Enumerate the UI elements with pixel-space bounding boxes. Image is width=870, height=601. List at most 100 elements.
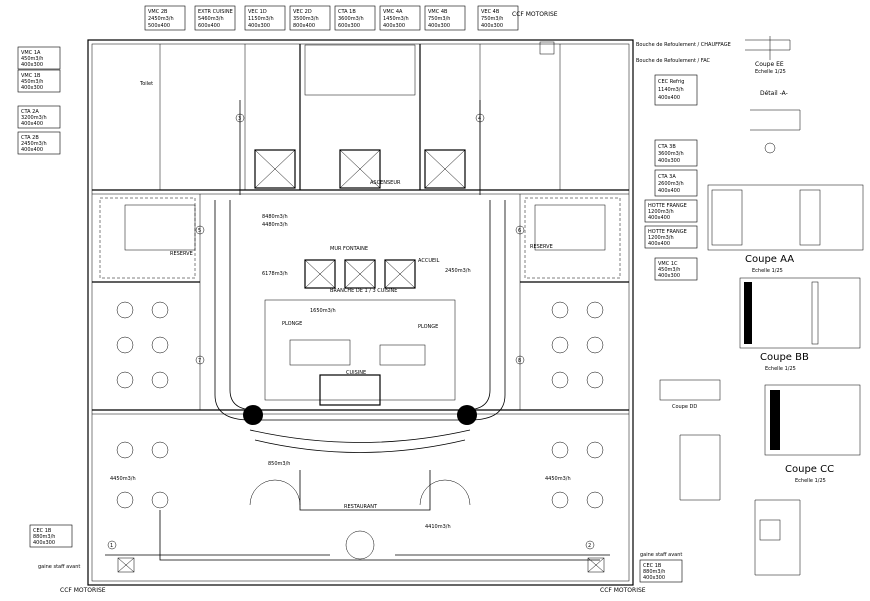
gaine-right-note: gaine staff avant [640, 552, 682, 558]
tag-top-7 [424, 5, 466, 31]
tag-bottom-2-size: 400x300 [643, 575, 665, 581]
tag-right-3-ref: CTA 3A [658, 174, 676, 180]
bouche-note-1: Bouche de Refoulement / CHAUFFAGE [636, 42, 731, 48]
tag-top-7-ref: VMC 4B [428, 9, 448, 15]
tag-top-3 [244, 5, 286, 31]
tag-top-5 [334, 5, 376, 31]
tag-right-1-size: 400x400 [658, 95, 680, 101]
round-columns [243, 405, 477, 425]
tag-left-3-flow: 3200m3/h [21, 115, 47, 121]
tag-right-2-flow: 3600m3/h [658, 151, 684, 157]
tag-right-1-ref: CEC Refrig [658, 79, 684, 85]
tag-left-3-size: 400x400 [21, 121, 43, 127]
tag-left-2-flow: 450m3/h [21, 79, 43, 85]
reserve-right-label: RESERVE [530, 244, 553, 250]
tag-top-2-size: 600x400 [198, 23, 220, 29]
tag-bottom-2-ref: CEC 1B [643, 563, 662, 569]
mur-fontaine-label: MUR FONTAINE [330, 246, 368, 252]
tag-top-3-ref: VEC 1D [248, 9, 267, 15]
tag-top-7-flow: 750m3/h [428, 16, 450, 22]
tag-top-1-flow: 2450m3/h [148, 16, 174, 22]
tag-top-8-flow: 750m3/h [481, 16, 503, 22]
tag-left-2-ref: VMC 1B [21, 73, 41, 79]
flow-9: 4450m3/h [545, 476, 571, 482]
ccf-top-label: CCF MOTORISE [512, 11, 558, 18]
tag-right-4-ref: HOTTE FRANGE [648, 203, 687, 209]
tag-left-3-ref: CTA 2A [21, 109, 39, 115]
tag-top-6-flow: 1450m3/h [383, 16, 409, 22]
tag-top-8-size: 400x300 [481, 23, 503, 29]
tag-left-1-size: 400x300 [21, 62, 43, 68]
section-details: Coupe EE Echelle 1/25 Détail -A- Coupe A… [659, 36, 864, 576]
tag-right-5-size: 400x400 [648, 241, 670, 247]
coupe-ee-scale: Echelle 1/25 [755, 69, 786, 75]
tag-top-2 [194, 5, 236, 31]
tag-left-2-size: 400x300 [21, 85, 43, 91]
tag-top-3-flow: 1150m3/h [248, 16, 274, 22]
flow-8: 2450m3/h [445, 268, 471, 274]
tag-right-4-size: 400x400 [648, 215, 670, 221]
tag-right-1-flow: 1140m3/h [658, 87, 684, 93]
tag-top-6 [379, 5, 421, 31]
toilet-label: Toilet [139, 81, 153, 87]
coupe-aa-title: Coupe AA [745, 254, 794, 265]
tag-right-5-ref: HOTTE FRANGE [648, 229, 687, 235]
flow-6: 850m3/h [268, 461, 290, 467]
tags-bottom: CEC 1B 880m3/h 400x300 CEC 1B 880m3/h 40… [29, 524, 683, 583]
tag-left-4-ref: CTA 2B [21, 135, 39, 141]
axis-5: 5 [198, 228, 201, 234]
coupe-bb-scale: Echelle 1/25 [765, 366, 796, 372]
detail-a-title: Détail -A- [760, 90, 788, 97]
coupe-dd-title: Coupe DD [672, 404, 697, 410]
tag-right-3-flow: 2600m3/h [658, 181, 684, 187]
tag-right-5-flow: 1200m3/h [648, 235, 674, 241]
flow-2: 4480m3/h [262, 222, 288, 228]
restaurant-tables [116, 301, 604, 560]
room-labels: CCF MOTORISE Bouche de Refoulement / CHA… [38, 11, 731, 594]
tags-right: CEC Refrig 1140m3/h 400x400 CTA 3B 3600m… [644, 74, 698, 281]
tag-top-4-size: 800x400 [293, 23, 315, 29]
tag-bottom-1-ref: CEC 1B [33, 528, 52, 534]
coupe-cc-scale: Echelle 1/25 [795, 478, 826, 484]
stairs-top [304, 44, 416, 96]
axis-markers: 1 2 3 4 5 6 7 8 [107, 113, 595, 550]
tag-top-3-size: 400x300 [248, 23, 270, 29]
tag-bottom-1-size: 400x300 [33, 540, 55, 546]
tag-top-6-size: 400x300 [383, 23, 405, 29]
restaurant-label: RESTAURANT [344, 504, 378, 510]
tag-top-7-size: 400x300 [428, 23, 450, 29]
tags-top: VMC 2B 2450m3/h 500x400 EXTR CUISINE 546… [144, 5, 519, 31]
kitchen-block [264, 299, 456, 406]
tags-left: VMC 1A 450m3/h 400x300 VMC 1B 450m3/h 40… [17, 46, 61, 155]
tag-top-1-ref: VMC 2B [148, 9, 168, 15]
tag-top-1-size: 500x400 [148, 23, 170, 29]
axis-4: 4 [478, 116, 481, 122]
axis-6: 6 [518, 228, 521, 234]
cuisine-tag-label: BRANCHE DE 1 / 3 CUISINE [330, 288, 397, 294]
tag-right-6-ref: VMC 1C [658, 261, 678, 267]
tag-top-4 [289, 5, 331, 31]
flow-3: 4450m3/h [110, 476, 136, 482]
accueil-label: ACCUEIL [418, 258, 440, 264]
plonge-label-2: PLONGE [418, 324, 438, 330]
tag-bottom-2-flow: 880m3/h [643, 569, 665, 575]
axis-2: 2 [588, 543, 591, 549]
tag-right-3-size: 400x400 [658, 188, 680, 194]
stairs-left [124, 204, 196, 251]
gaine-left-note: gaine staff avant [38, 564, 80, 570]
axis-1: 1 [110, 543, 113, 549]
reserve-left-label: RESERVE [170, 251, 193, 257]
flow-4: 4410m3/h [425, 524, 451, 530]
tag-top-5-flow: 3600m3/h [338, 16, 364, 22]
tag-top-8-ref: VEC 4B [481, 9, 500, 15]
flow-7: 6178m3/h [262, 271, 288, 277]
cuisine-label: CUISINE [346, 370, 366, 376]
tag-top-2-ref: EXTR CUISINE [198, 9, 233, 15]
tag-top-8 [477, 5, 519, 31]
coupe-bb-title: Coupe BB [760, 352, 809, 363]
flow-annotations: 8480m3/h 4480m3/h 4450m3/h 4410m3/h 1650… [110, 214, 571, 530]
tag-top-5-size: 600x300 [338, 23, 360, 29]
tag-right-6-flow: 450m3/h [658, 267, 680, 273]
flow-5: 1650m3/h [310, 308, 336, 314]
